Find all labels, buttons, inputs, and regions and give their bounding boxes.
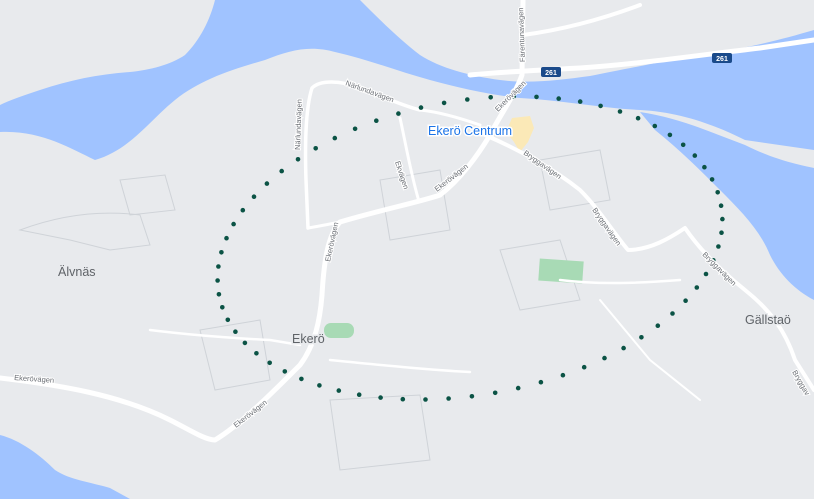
route-dot [683, 298, 688, 304]
route-dot [418, 105, 424, 110]
route-dot [400, 396, 406, 402]
route-dot [719, 230, 724, 235]
route-dot [216, 264, 221, 269]
route-dot [577, 99, 583, 104]
route-dot [718, 203, 724, 208]
route-dot [317, 383, 322, 388]
route-dot [215, 278, 220, 283]
land-north [360, 0, 814, 82]
route-dot [711, 258, 716, 263]
park-area-a [538, 258, 584, 284]
route-dot [254, 351, 259, 356]
route-dot [511, 94, 517, 99]
route-dot [231, 221, 236, 227]
route-dot [655, 323, 661, 329]
route-dot [635, 115, 641, 121]
water-inlet-south [0, 435, 130, 499]
block-borders [18, 149, 611, 471]
route-dot [332, 135, 338, 141]
route-dot [694, 285, 700, 290]
route-dot [240, 207, 246, 213]
land-mainland [0, 48, 814, 499]
route-dot [251, 194, 257, 199]
route-dot [492, 390, 498, 396]
route-dot [670, 311, 675, 316]
route-dot [336, 388, 342, 393]
route-dot [702, 164, 707, 170]
route-dot [621, 345, 626, 351]
route-dotted-boundary [215, 94, 725, 402]
route-dot [396, 111, 401, 116]
route-dot [374, 118, 379, 123]
route-dot [538, 379, 544, 385]
route-dot [469, 394, 475, 399]
land-northwest [0, 0, 215, 105]
route-dot [313, 146, 319, 151]
route-dot [515, 385, 521, 391]
route-dot [617, 109, 623, 114]
water-bay-east [640, 112, 814, 300]
route-dot [282, 369, 288, 374]
route-dot [219, 250, 224, 255]
route-dot [295, 157, 301, 162]
route-dot [465, 97, 470, 102]
route-dot [581, 364, 587, 370]
route-dot [441, 100, 447, 106]
route-dot [715, 190, 720, 195]
route-dot [299, 376, 304, 382]
route-dot [220, 305, 225, 310]
route-dot [720, 216, 725, 222]
route-dot [446, 396, 451, 401]
route-dot [602, 355, 607, 361]
place-label-gallstao: Gällstaö [745, 313, 791, 327]
route-dot [667, 132, 673, 138]
route-dot [242, 340, 248, 346]
route-dot [423, 397, 428, 402]
route-dot [488, 95, 494, 100]
road-shield-261-a: 261 [541, 67, 561, 77]
route-dot [598, 103, 603, 109]
route-dot [709, 177, 715, 182]
route-dot [264, 181, 270, 186]
route-dot [652, 123, 658, 129]
road-shield-label: 261 [545, 70, 557, 77]
road-label-narlundavagen-a: Närlundavägen [293, 99, 304, 150]
route-dot [716, 244, 721, 249]
park-area-b [324, 323, 354, 338]
route-dot [703, 271, 709, 277]
route-dot [378, 395, 383, 400]
route-dot [224, 235, 229, 241]
land-east [700, 239, 814, 499]
road-network [0, 0, 814, 443]
place-label-ekero-centrum[interactable]: Ekerö Centrum [427, 123, 514, 140]
route-dot [560, 372, 566, 378]
route-dot [279, 168, 285, 174]
place-label-alvnas: Älvnäs [58, 265, 96, 279]
road-shield-label: 261 [716, 56, 728, 63]
place-label-ekero: Ekerö [292, 332, 325, 346]
road-shield-261-b: 261 [712, 53, 732, 63]
commercial-area [506, 116, 534, 152]
route-dot [216, 292, 222, 297]
route-dot [680, 142, 686, 148]
road-label-ekerovagen-4: Ekerövägen [14, 373, 55, 385]
land-west [0, 174, 57, 231]
route-dot [352, 126, 358, 132]
route-dot [692, 153, 698, 158]
route-dot [534, 94, 539, 100]
route-dot [556, 96, 561, 101]
route-dot [233, 329, 238, 335]
route-dot [225, 317, 231, 323]
route-dot [356, 392, 362, 398]
route-dot [639, 335, 644, 340]
road-label-farentunavagen: Färentunavägen [516, 7, 527, 62]
route-dot [267, 360, 273, 366]
